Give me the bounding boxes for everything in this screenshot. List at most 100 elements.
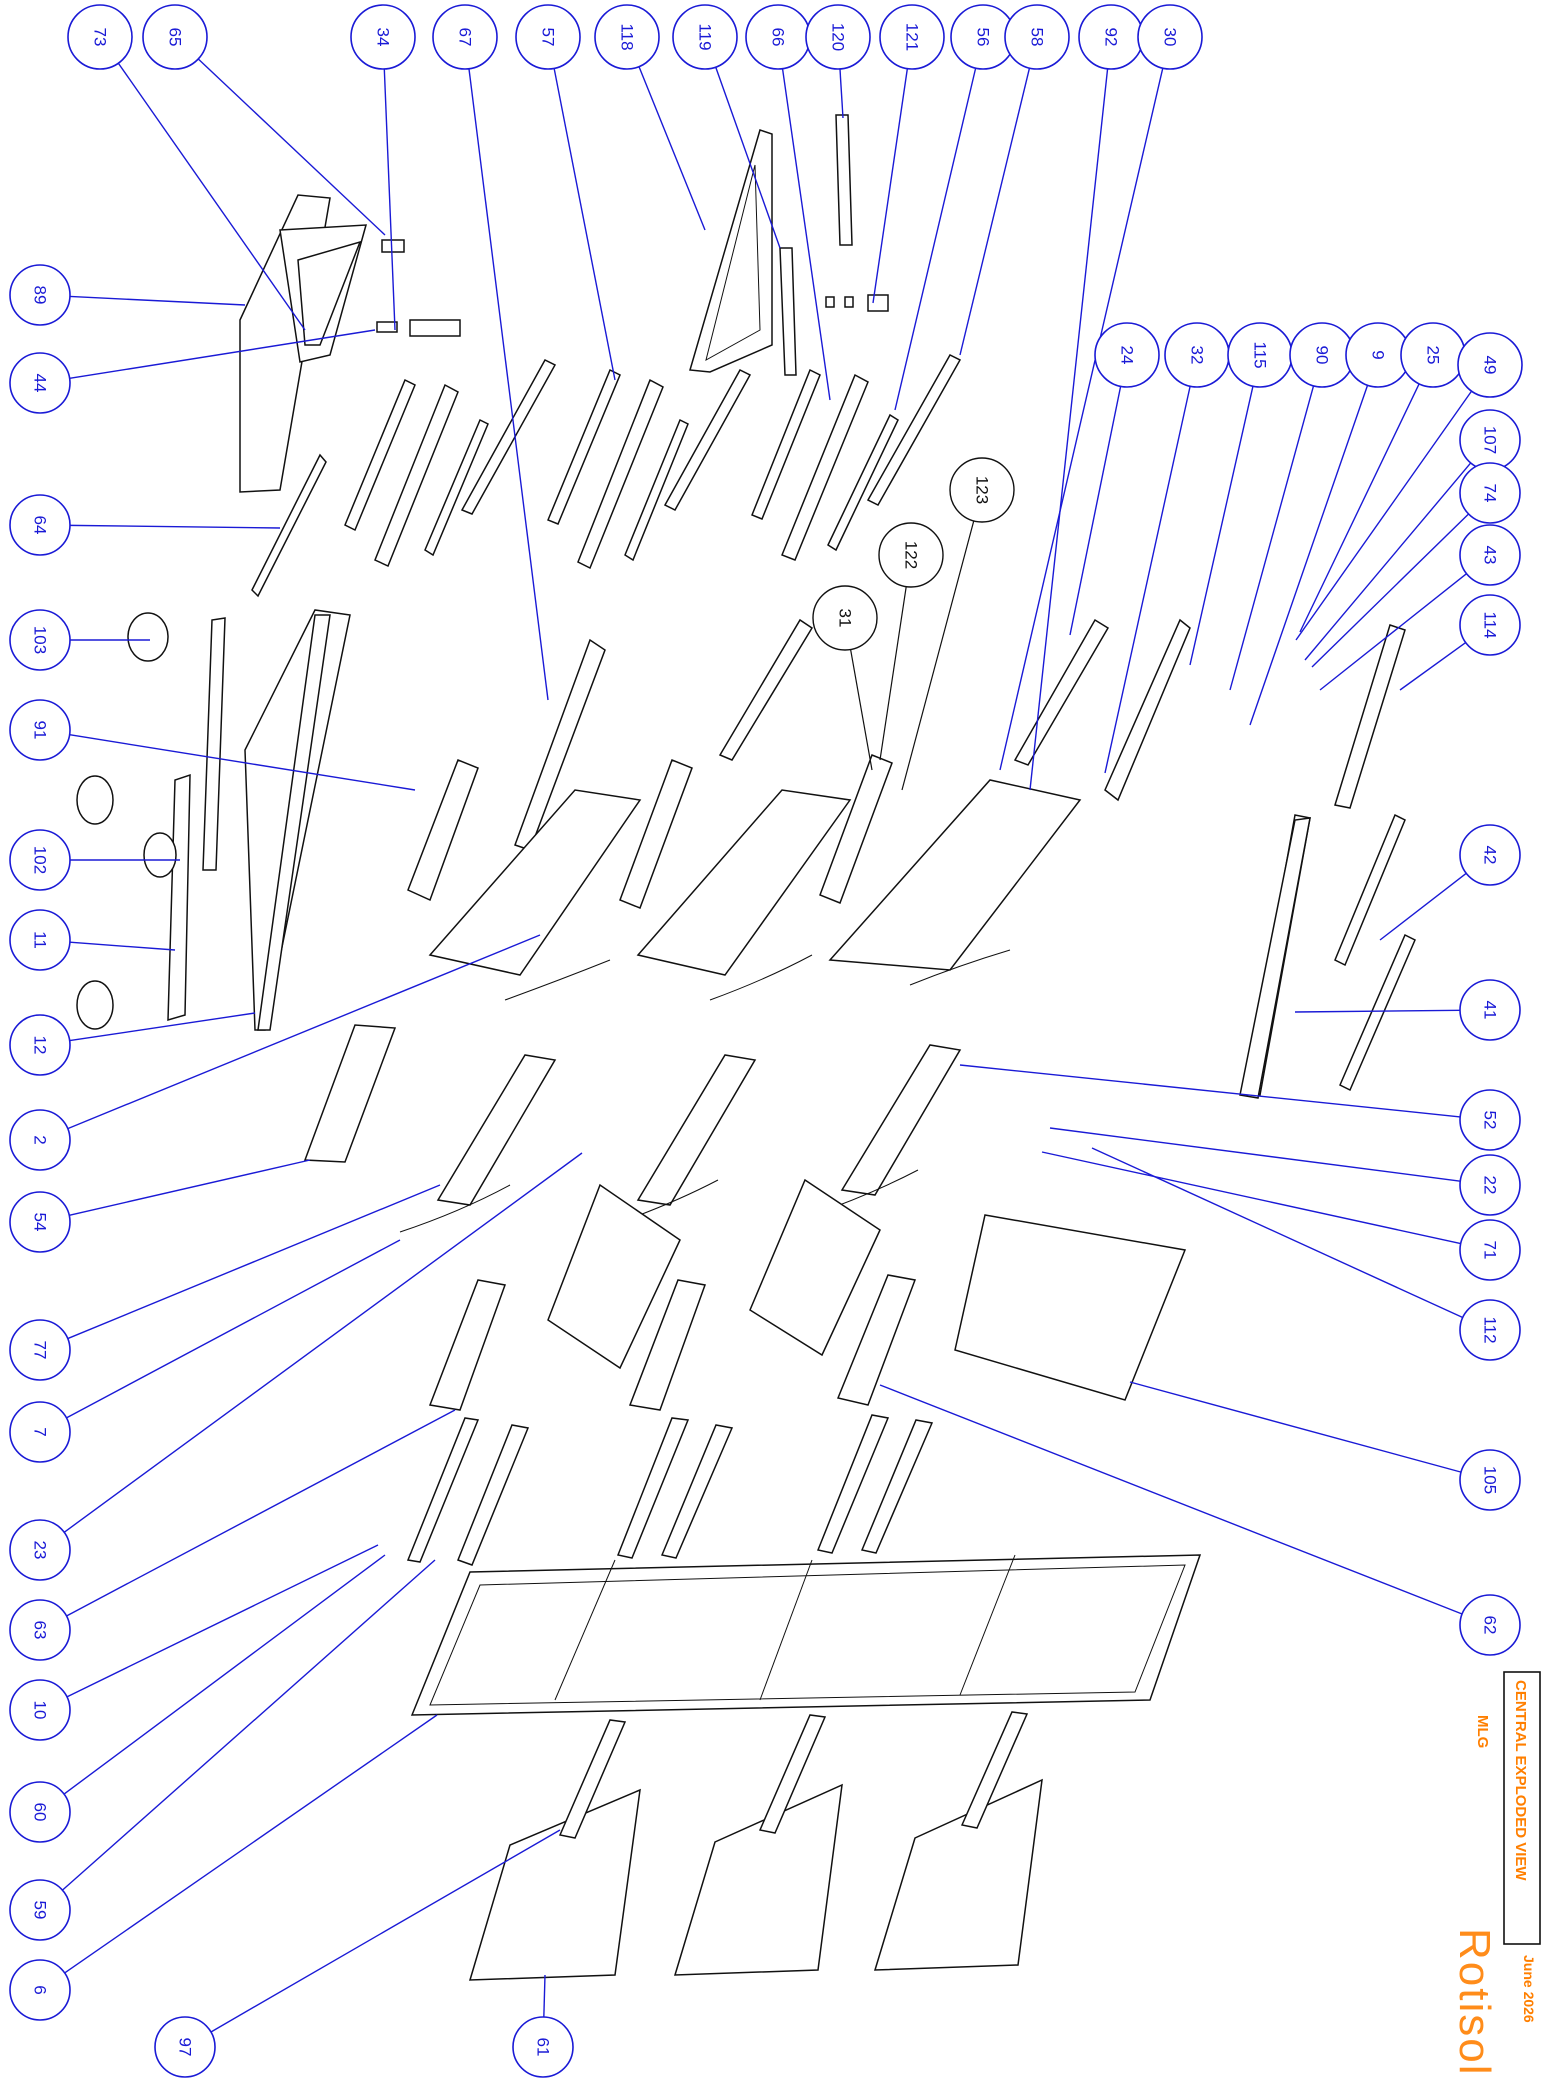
callout-bubble [1094,322,1160,388]
callout-leader-line [210,1829,561,2033]
callout-92: 92 [1029,4,1144,791]
callout-57: 57 [515,4,616,381]
callout-leader-line [1041,1151,1461,1245]
part-119 [779,247,797,376]
callout-bubble [9,829,71,891]
callout-bubble [9,1014,71,1076]
callout-label: 30 [1161,28,1180,47]
callout-leader-line [468,68,549,701]
callout-label: 12 [31,1036,50,1055]
part-77c [840,1044,962,1196]
callout-31: 31 [812,585,878,771]
callout-leader-line [959,67,1031,356]
callout-label: 2 [31,1135,50,1144]
callout-leader-line [999,68,1164,771]
callout-leader-line [879,1384,1463,1615]
callout-label: 60 [31,1803,50,1822]
callout-label: 6 [31,1985,50,1994]
callout-107: 107 [1304,409,1521,661]
callout-122: 122 [878,522,944,761]
part-44 [376,321,398,333]
callout-label: 114 [1481,611,1500,638]
callout-label: 123 [973,476,992,504]
callout-label: 103 [31,626,50,654]
callout-label: 73 [91,28,110,47]
part-114 [1334,624,1406,809]
callout-leader-line [850,649,873,771]
part-77b [636,1054,757,1206]
callout-label: 57 [539,28,558,47]
callout-leader-line [901,520,975,791]
callout-leader-line [638,66,706,231]
callout-bubble [812,585,878,651]
callout-bubble [350,4,416,70]
callout-114: 114 [1399,594,1521,691]
callout-22: 22 [1049,1127,1521,1216]
callout-leader-line [69,524,281,529]
callout-label: 43 [1481,546,1500,565]
part-121 [867,294,889,312]
callout-bubble [67,4,133,70]
part-grid-2c [828,779,1082,971]
callout-66: 66 [745,4,831,401]
callout-bubble [9,909,71,971]
callout-23: 23 [9,1152,583,1581]
part-64 [251,453,327,598]
part-grid-2b [636,789,852,976]
callout-bubble [515,4,581,70]
callout-leader-line [781,68,831,401]
callout-71: 71 [1041,1151,1521,1281]
callout-leader-line [67,934,541,1130]
part-wheel-3 [76,980,114,1030]
callout-bubble [1459,594,1521,656]
part-frame-118 [689,129,773,373]
callout-bubble [594,4,660,70]
callout-leader-line [69,1159,311,1216]
callout-bubble [9,352,71,414]
callout-label: 122 [902,541,921,569]
callout-leader-line [1294,1009,1461,1013]
callout-leader-line [1104,386,1191,774]
callout-115: 115 [1189,322,1293,666]
callout-118: 118 [594,4,706,231]
callout-10: 10 [9,1544,379,1741]
parts-drawing [76,114,1416,1981]
title-block: CENTRAL EXPLODED VIEW MLG June 2026 Roti… [1450,1671,1541,2077]
callout-leader-line [66,1239,401,1419]
callout-leader-line [64,1714,438,1974]
callout-bubble [1459,1299,1521,1361]
callout-label: 77 [31,1341,50,1360]
callout-leader-line [1049,1127,1461,1182]
part-121b [825,296,835,308]
callout-label: 58 [1028,28,1047,47]
part-23b [749,1178,881,1357]
callout-label: 90 [1313,346,1332,365]
callout-label: 118 [618,23,637,50]
part-34 [409,319,461,337]
callout-bubble [1459,524,1521,586]
callout-bubble [154,2016,216,2078]
callout-leader-line [66,1544,379,1698]
callout-label: 25 [1424,346,1443,365]
callout-bubble [1457,332,1523,398]
callout-bubble [9,1959,71,2021]
callout-leader-line [1299,383,1420,633]
callout-label: 44 [31,374,50,393]
callout-bubble [878,522,944,588]
part-63 [406,1417,480,1563]
callout-62: 62 [879,1384,1521,1656]
part-61b [673,1783,843,1976]
callout-label: 92 [1102,28,1121,47]
part-24 [1013,618,1110,766]
callout-label: 115 [1251,341,1270,368]
sheet-date: June 2026 [1521,1955,1537,2023]
callout-bubble [9,1599,71,1661]
callout-leader-line [1311,513,1470,668]
callout-leader-line [959,1064,1461,1118]
callout-12: 12 [9,1012,256,1076]
callout-41: 41 [1294,979,1521,1041]
part-105 [954,1214,1187,1401]
callout-label: 121 [903,23,922,51]
callout-49: 49 [1295,332,1523,641]
part-54 [303,1024,397,1163]
